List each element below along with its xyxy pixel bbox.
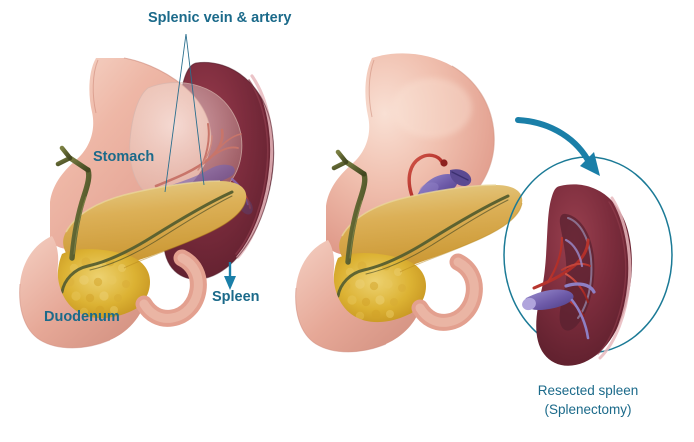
splenic-vessels-leader-lines [164, 33, 205, 193]
caption-splenectomy: (Splenectomy) [544, 402, 631, 417]
label-spleen: Spleen [212, 289, 260, 305]
pancreas-organ-middle [333, 184, 523, 325]
duodenum-organ-left [19, 236, 207, 349]
bile-duct-left [55, 145, 92, 261]
resected-spleen [522, 184, 632, 366]
panel-before [19, 33, 275, 349]
label-duodenum: Duodenum [44, 309, 120, 325]
panel-after [295, 53, 523, 353]
transfer-arrow [515, 117, 600, 176]
spleen-arrow [224, 262, 236, 290]
bile-duct-middle [331, 149, 368, 265]
panel-specimen [503, 117, 673, 366]
pancreas-organ-left [57, 180, 247, 321]
label-splenic-vein-artery: Splenic vein & artery [148, 10, 291, 26]
label-stomach: Stomach [93, 149, 154, 165]
caption-resected-spleen: Resected spleen [538, 383, 639, 398]
duodenum-organ-middle [295, 240, 483, 353]
